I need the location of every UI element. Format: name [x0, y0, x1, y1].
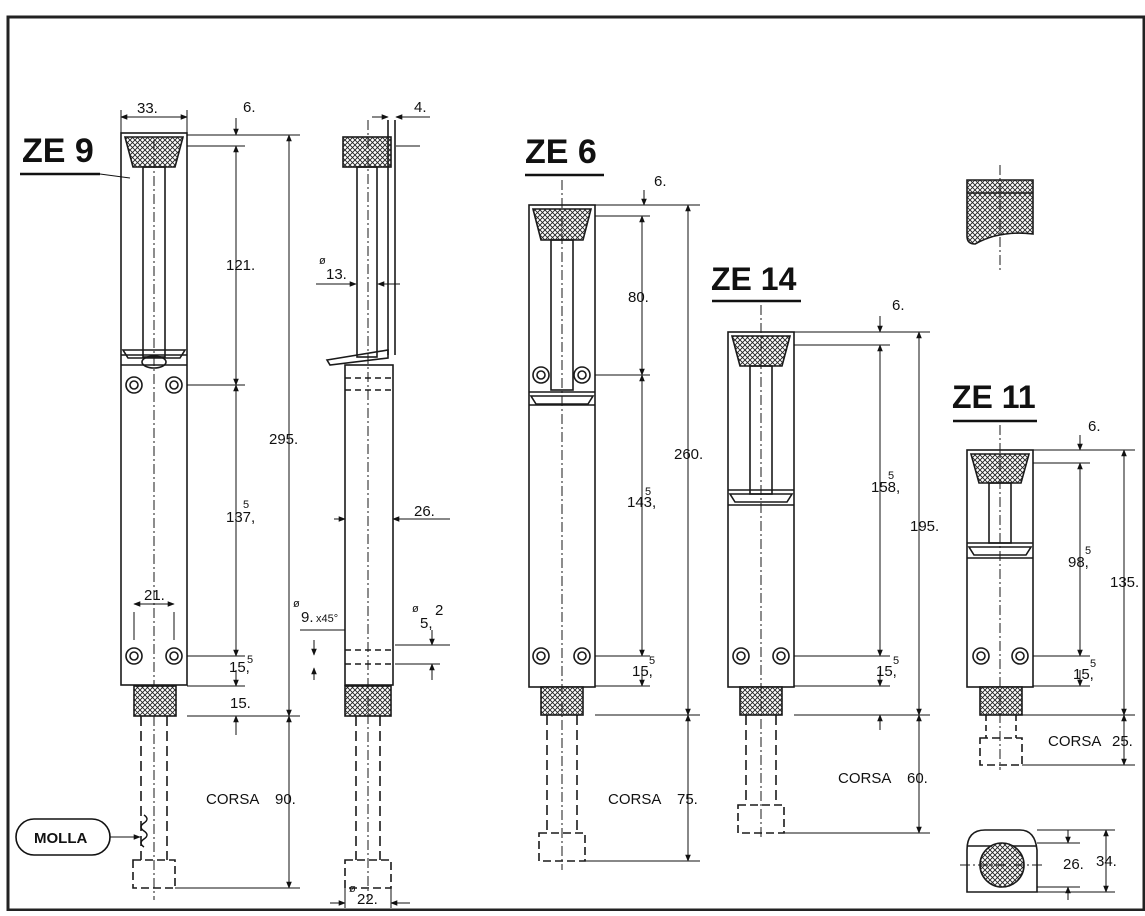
ze9-side-dimension-lines	[300, 114, 450, 908]
ze9-pin-label: 5,	[420, 615, 433, 632]
ze6-title: ZE 6	[525, 133, 597, 171]
foot-top-detail	[960, 829, 1045, 893]
ze9-lower-length-label: 137,	[226, 509, 255, 526]
ze6-lower-length-label: 143,	[627, 494, 656, 511]
ze11-front-view	[966, 425, 1034, 770]
ze9-chamfer-sub: x45°	[316, 613, 338, 625]
ze9-body-depth-label: 26.	[414, 503, 435, 520]
ze11-hole-offset-label: 15,	[1073, 666, 1094, 683]
ze11-top-offset-label: 6.	[1088, 418, 1101, 435]
ze11-stroke-value: 25.	[1112, 733, 1133, 750]
spring-label: MOLLA	[34, 830, 87, 847]
ze14-lower-length-label: 158,	[871, 479, 900, 496]
ze9-lower-length-sup: 5	[243, 499, 249, 511]
foot-side-detail	[966, 165, 1034, 270]
ze6-lower-length-sup: 5	[645, 486, 651, 498]
diameter-symbol-foot: ø	[349, 883, 356, 895]
ze9-base-height-label: 15.	[230, 695, 251, 712]
ze9-top-offset-label: 6.	[243, 99, 256, 116]
ze11-lower-length-label: 98,	[1068, 554, 1089, 571]
ze6-top-offset-label: 6.	[654, 173, 667, 190]
foot-height-label: 34.	[1096, 853, 1117, 870]
ze14-dimension-lines	[784, 316, 930, 834]
ze11-hole-offset-sup: 5	[1090, 658, 1096, 670]
ze6-front-view	[528, 180, 596, 870]
ze11-dimension-lines	[1022, 435, 1135, 766]
ze14-total-length-label: 195.	[910, 518, 939, 535]
ze14-front-view	[727, 305, 795, 840]
ze11-title: ZE 11	[952, 379, 1036, 415]
ze9-stroke-value: 90.	[275, 791, 296, 808]
foot-detail-dimensions	[1037, 829, 1115, 900]
ze14-lower-length-sup: 5	[888, 470, 894, 482]
diameter-symbol-pin: ø	[412, 603, 419, 615]
ze14-stroke-value: 60.	[907, 770, 928, 787]
ze11-lower-length-sup: 5	[1085, 545, 1091, 557]
ze14-hole-offset-label: 15,	[876, 663, 897, 680]
ze14-title: ZE 14	[711, 261, 797, 297]
ze9-chamfer-label: 9.	[301, 609, 314, 626]
ze9-dimension-lines	[120, 110, 300, 889]
ze9-side-thickness-label: 4.	[414, 99, 427, 116]
ze9-front-view	[120, 132, 188, 900]
ze11-stroke-label: CORSA	[1048, 733, 1101, 750]
ze9-pin-sup: 2	[435, 602, 443, 619]
ze9-foot-diameter-label: 22.	[357, 891, 378, 908]
ze6-stroke-label: CORSA	[608, 791, 661, 808]
ze6-upper-length-label: 80.	[628, 289, 649, 306]
ze9-title: ZE 9	[22, 132, 94, 170]
ze9-hole-offset-label: 15,	[229, 659, 250, 676]
ze14-hole-offset-sup: 5	[893, 655, 899, 667]
sheet-frame	[6, 15, 1145, 912]
diameter-symbol-chamfer: ø	[293, 598, 300, 610]
ze6-dimension-lines	[585, 190, 700, 862]
ze9-side-view	[325, 120, 396, 900]
ze9-rod-diameter-label: 13.	[326, 266, 347, 283]
foot-diameter-label: 26.	[1063, 856, 1084, 873]
ze9-stroke-label: CORSA	[206, 791, 259, 808]
ze6-hole-offset-sup: 5	[649, 655, 655, 667]
diameter-symbol-rod: ø	[319, 255, 326, 267]
ze9-width-label: 33.	[137, 100, 158, 117]
ze9-hole-offset-sup: 5	[247, 654, 253, 666]
ze11-total-length-label: 135.	[1110, 574, 1139, 591]
spring-icon	[140, 814, 148, 848]
ze6-hole-offset-label: 15,	[632, 663, 653, 680]
ze9-upper-length-label: 121.	[226, 257, 255, 274]
ze9-hole-spacing-label: 21.	[144, 587, 165, 604]
ze6-total-length-label: 260.	[674, 446, 703, 463]
ze6-stroke-value: 75.	[677, 791, 698, 808]
ze14-top-offset-label: 6.	[892, 297, 905, 314]
ze14-stroke-label: CORSA	[838, 770, 891, 787]
ze9-total-length-label: 295.	[269, 431, 298, 448]
